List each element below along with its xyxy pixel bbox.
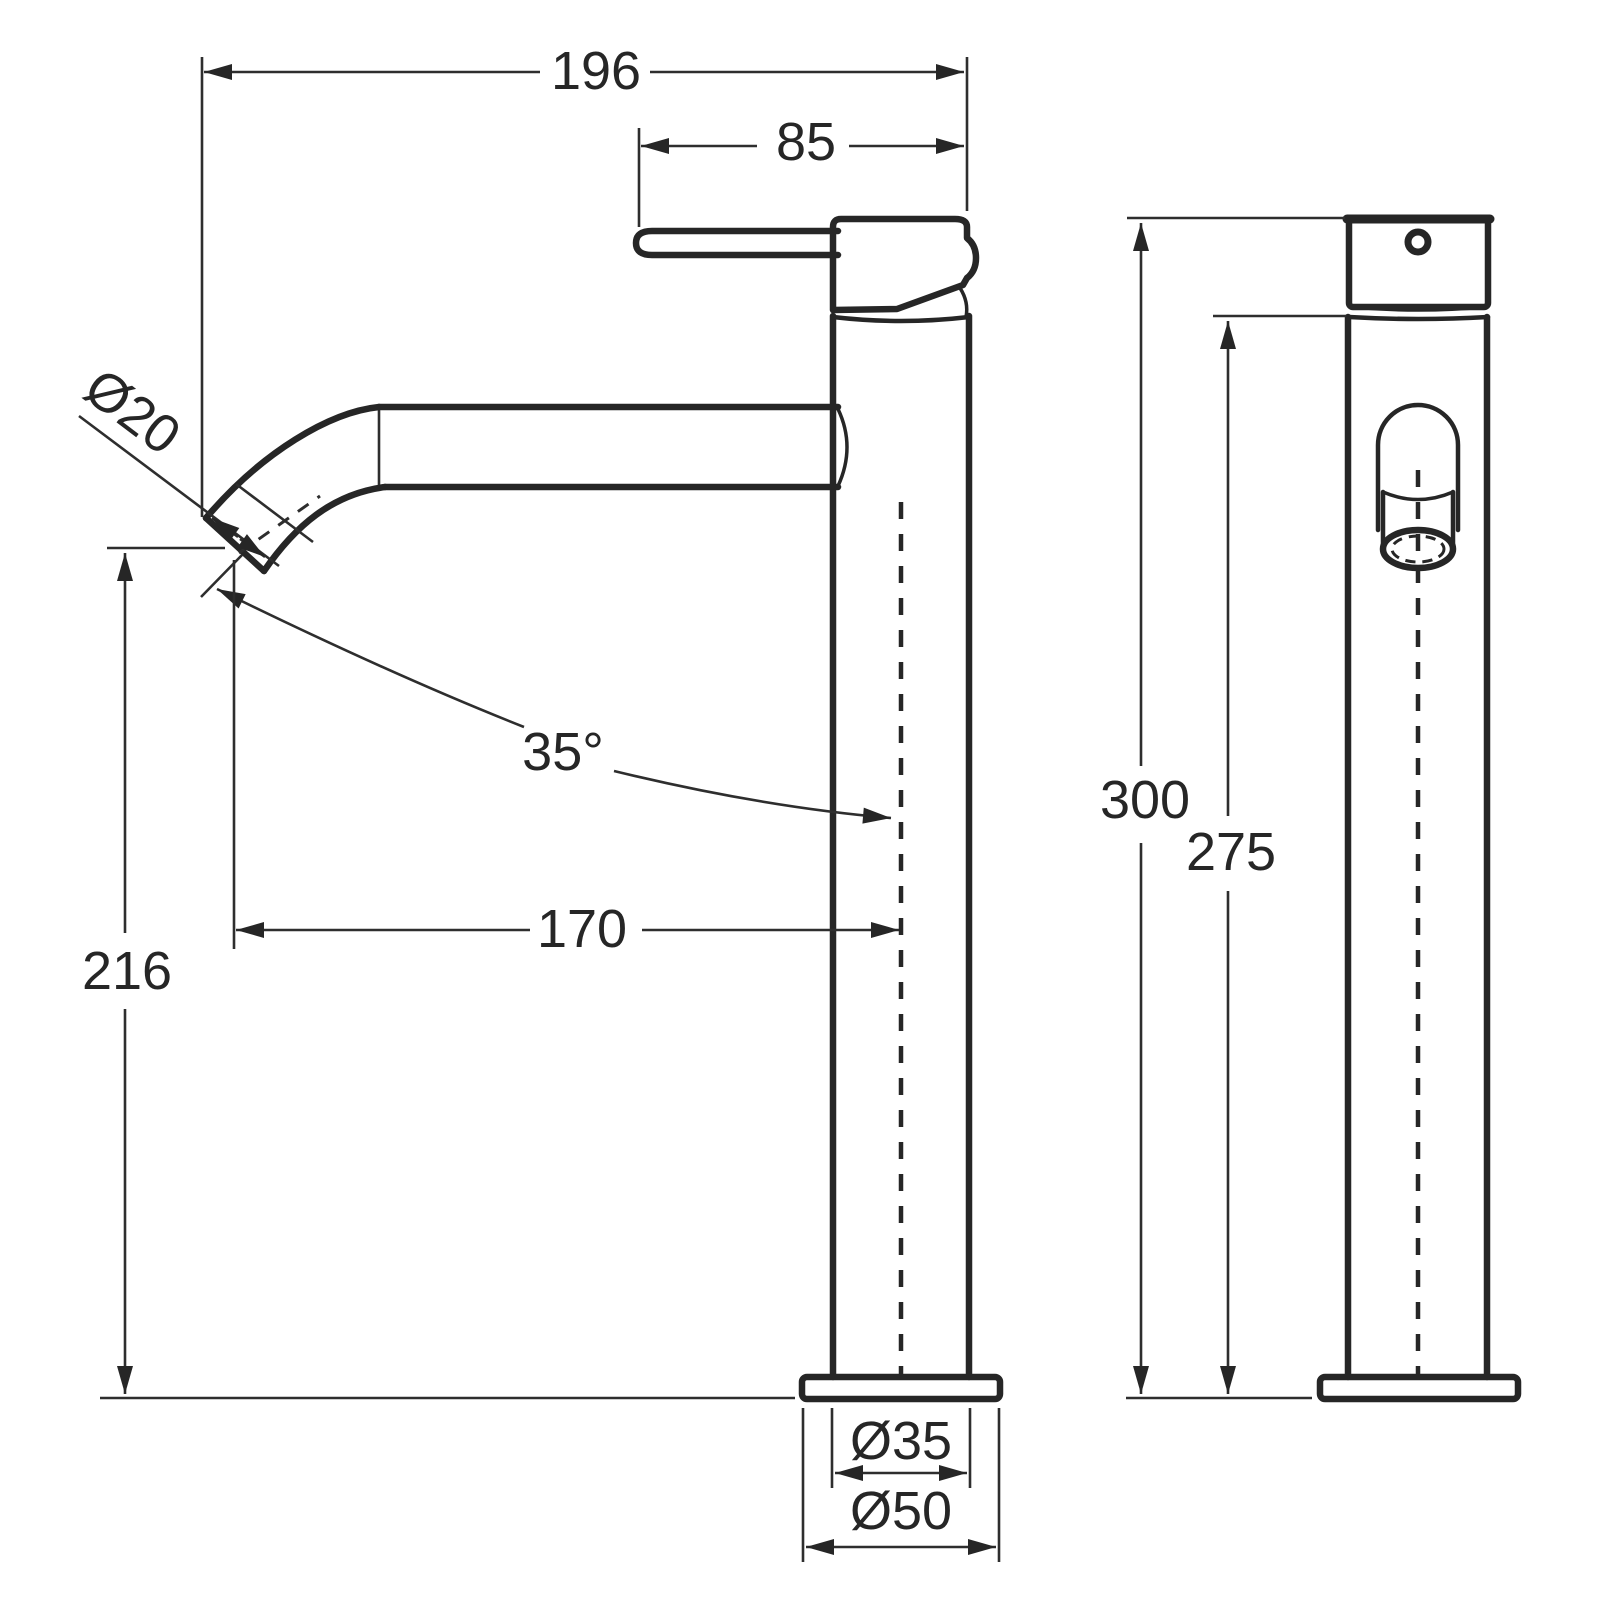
dimension-216-outlet-height: 216 — [82, 546, 225, 1394]
side-view — [100, 215, 1004, 1403]
dim-label-body-height: 275 — [1186, 822, 1276, 882]
handle-screw-hole — [1404, 228, 1432, 256]
arrow-to-inner-edge — [237, 534, 266, 559]
dim-label-spout-reach: 196 — [551, 41, 641, 101]
spout-axis-centerline — [238, 494, 321, 555]
dim-label-overall-height: 300 — [1100, 770, 1190, 830]
spout-front-outline — [1375, 402, 1461, 533]
dimension-85-handle-length: 85 — [637, 112, 964, 227]
dim-label-handle-length: 85 — [776, 112, 836, 172]
angle-arc — [216, 587, 525, 729]
handle-cartridge — [829, 215, 980, 314]
spout-inner-curve — [260, 483, 389, 575]
handle-lever — [632, 227, 842, 259]
dimension-275-body-height: 275 — [1186, 314, 1346, 1394]
spout-body-seam — [836, 407, 849, 488]
dimension-196-spout-reach: 196 — [200, 41, 969, 517]
spout-outer-curve — [202, 403, 383, 522]
dim-label-spout-projection: 170 — [537, 899, 627, 959]
leader-line — [78, 414, 280, 568]
dim-label-spout-angle: 35° — [522, 722, 604, 782]
aerator-top-arc — [1381, 490, 1455, 502]
dimension-35deg-spout-angle: 35° — [200, 554, 892, 824]
body-top-seam — [830, 314, 972, 324]
dim-label-body-diameter: Ø35 — [850, 1411, 952, 1471]
angle-arc — [613, 769, 892, 824]
dim-label-spout-diameter: Ø20 — [74, 357, 192, 466]
dim-label-outlet-height: 216 — [82, 941, 172, 1001]
aerator-insert-line — [235, 482, 314, 544]
arrow-to-outer-edge — [211, 516, 240, 541]
dimension-170-spout-projection: 170 — [232, 560, 899, 959]
collar-lower-line — [1346, 314, 1491, 322]
collar-upper-line — [1350, 305, 1488, 312]
dimension-diameter-35-body: Ø35 — [830, 1408, 972, 1488]
dimension-diameter-20-spout: Ø20 — [74, 357, 280, 568]
dimension-diameter-50-base: Ø50 — [801, 1408, 1001, 1562]
front-view — [1126, 214, 1522, 1403]
front-base-flange — [1316, 1373, 1522, 1403]
dim-label-base-diameter: Ø50 — [850, 1481, 952, 1541]
base-flange — [798, 1373, 1004, 1403]
cartridge-neck-curve — [958, 286, 969, 319]
dimension-300-overall-height: 300 — [1100, 216, 1345, 1394]
